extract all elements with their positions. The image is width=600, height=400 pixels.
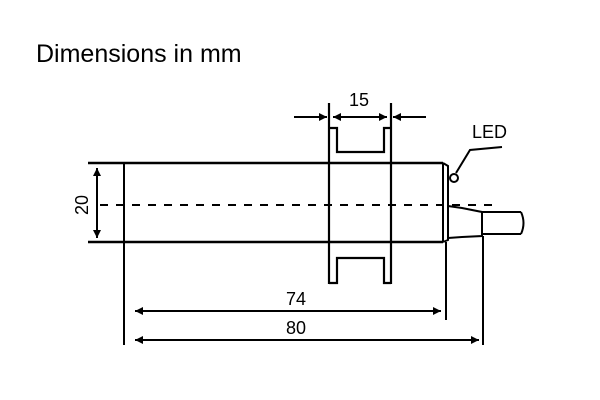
- sensor-body: [88, 161, 449, 345]
- led-indicator: [449, 146, 503, 183]
- flange-width-label: 15: [349, 90, 369, 110]
- dimension-arrows: [93, 113, 479, 344]
- mounting-flange: [327, 103, 393, 285]
- diagram-title: Dimensions in mm: [36, 40, 242, 68]
- cable: [447, 205, 525, 239]
- extension-lines: [445, 236, 484, 345]
- led-label: LED: [472, 122, 507, 142]
- diameter-label: 20: [72, 195, 92, 215]
- body-length-label: 74: [286, 289, 306, 309]
- total-length-label: 80: [286, 318, 306, 338]
